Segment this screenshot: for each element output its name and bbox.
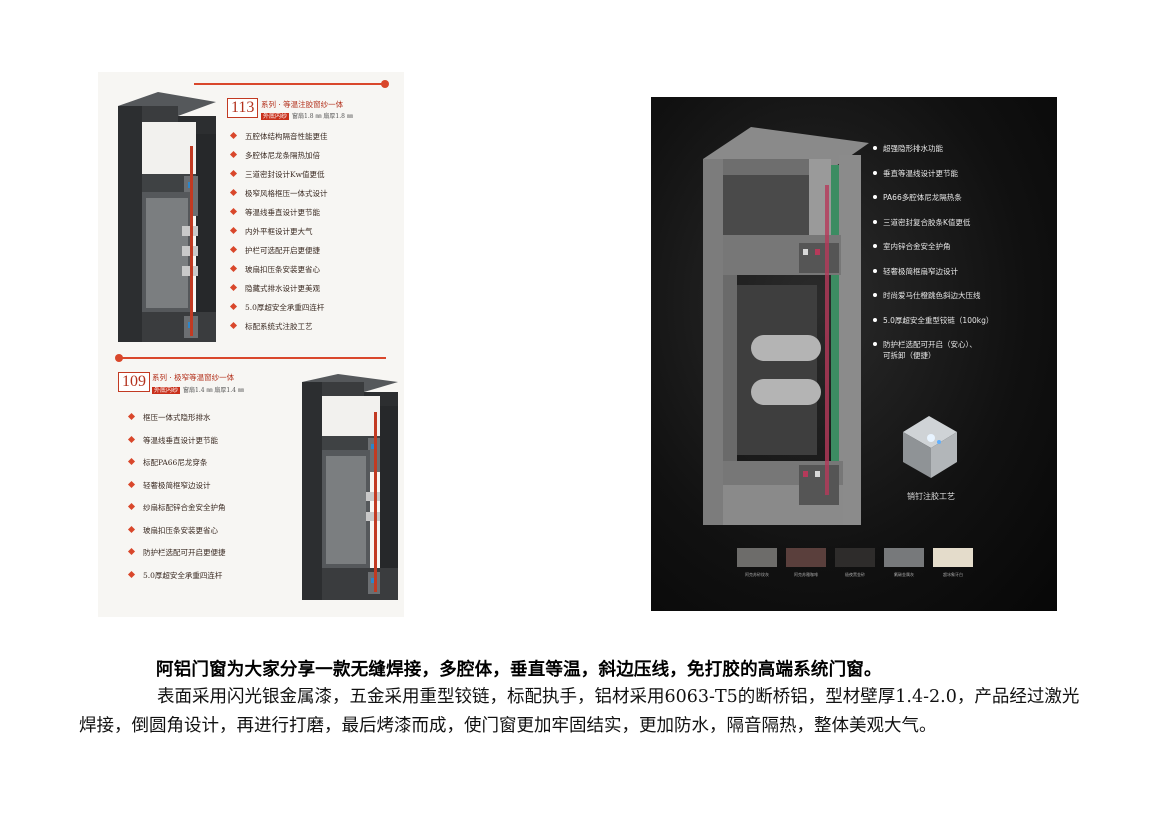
list-item: 超强隐形排水功能: [873, 137, 993, 162]
diamond-bullet-icon: [127, 570, 136, 578]
list-item: 轻奢极简框扇窄边设计: [873, 260, 993, 285]
diamond-bullet-icon: [229, 264, 238, 273]
diamond-bullet-icon: [229, 245, 238, 254]
diamond-bullet-icon: [229, 169, 238, 178]
series-a-feature-list: 五腔体结构隔音性能更佳 多腔体尼龙条隔热加倍 三道密封设计Kw值更低 极窄风格框…: [229, 127, 328, 336]
list-item: PA66多腔体尼龙隔热条: [873, 186, 993, 211]
list-item: 5.0厚超安全承重四连杆: [127, 565, 226, 588]
list-item: 标配系统式注胶工艺: [229, 317, 328, 336]
color-swatch-label-1: 阿克苏砂纹灰: [745, 572, 769, 577]
catalogue-image-right: 超强隐形排水功能 垂直等温线设计更节能 PA66多腔体尼龙隔热条 三道密封复合胶…: [651, 97, 1057, 611]
color-swatch-label-2: 阿克苏雅咖啡: [794, 572, 818, 577]
dot-bullet-icon: [873, 293, 877, 297]
list-item: 三道密封设计Kw值更低: [229, 165, 328, 184]
rivet-caption: 销钉注胶工艺: [907, 492, 955, 501]
list-item: 玻扇扣压条安装更省心: [127, 520, 226, 543]
list-item: 纱扇标配锌合金安全护角: [127, 497, 226, 520]
list-item: 5.0厚超安全重型铰链（100kg）: [873, 309, 993, 334]
color-swatch-4: [884, 548, 924, 567]
list-item: 等温线垂直设计更节能: [127, 430, 226, 453]
color-swatch-label-4: 氟碳金属灰: [894, 572, 914, 577]
color-swatch-label-5: 超冰象牙白: [943, 572, 963, 577]
feature-list-dark: 超强隐形排水功能 垂直等温线设计更节能 PA66多腔体尼龙隔热条 三道密封复合胶…: [873, 137, 993, 361]
list-item: 五腔体结构隔音性能更佳: [229, 127, 328, 146]
article-body-text: 表面采用闪光银金属漆，五金采用重型铰链，标配执手，铝材采用6063-T5的断桥铝…: [79, 687, 1080, 736]
section-a-rule: [194, 83, 384, 85]
list-item: 隐藏式排水设计更美观: [229, 279, 328, 298]
dot-bullet-icon: [873, 219, 877, 224]
section-b-dot: [115, 354, 123, 362]
dot-bullet-icon: [873, 195, 877, 199]
window-profile-113-illustration: [118, 92, 216, 342]
diamond-bullet-icon: [127, 480, 136, 488]
diamond-bullet-icon: [127, 435, 136, 443]
diamond-bullet-icon: [229, 226, 238, 235]
diamond-bullet-icon: [229, 131, 238, 140]
list-item: 5.0厚超安全承重四连杆: [229, 298, 328, 317]
dot-bullet-icon: [873, 317, 877, 322]
window-profile-cutaway-illustration: [703, 127, 869, 525]
list-item: 等温线垂直设计更节能: [229, 203, 328, 222]
series-a-tag-note: 窗扇1.8 ㎜ 扇厚1.8 ㎜: [292, 113, 353, 120]
series-b-tag-note: 窗扇1.4 ㎜ 扇厚1.4 ㎜: [183, 387, 244, 394]
article-headline: 阿铝门窗为大家分享一款无缝焊接，多腔体，垂直等温，斜边压线，免打胶的高端系统门窗…: [156, 660, 882, 680]
dot-bullet-icon: [873, 146, 877, 150]
list-item: 垂直等温线设计更节能: [873, 162, 993, 187]
diamond-bullet-icon: [127, 502, 136, 511]
list-item: 框压一体式隐形排水: [127, 407, 226, 430]
color-swatch-3: [835, 548, 875, 567]
series-a-title: 系列 · 等温注胶窗纱一体: [261, 100, 344, 109]
series-b-feature-list: 框压一体式隐形排水 等温线垂直设计更节能 标配PA66尼龙穿条 轻奢极简框窄边设…: [127, 407, 226, 588]
series-a-tag-label: 外底内纱: [261, 113, 290, 120]
series-b-number: 109: [118, 372, 150, 392]
color-swatch-2: [786, 548, 826, 567]
color-swatch-5: [933, 548, 973, 567]
diamond-bullet-icon: [229, 207, 238, 216]
color-swatch-1: [737, 548, 777, 567]
diamond-bullet-icon: [229, 150, 238, 159]
dot-bullet-icon: [873, 244, 877, 248]
list-item: 玻扇扣压条安装更省心: [229, 260, 328, 279]
list-item: 防护栏选配可开启更便捷: [127, 542, 226, 565]
catalogue-image-left: 113 系列 · 等温注胶窗纱一体 外底内纱窗扇1.8 ㎜ 扇厚1.8 ㎜ 五腔…: [98, 72, 404, 617]
rivet-closeup-illustration: [903, 416, 957, 478]
color-swatch-label-3: 极夜黑金砂: [845, 572, 865, 577]
list-item: 三道密封复合胶条K值更低: [873, 211, 993, 236]
list-item: 标配PA66尼龙穿条: [127, 452, 226, 475]
series-a-tag: 外底内纱窗扇1.8 ㎜ 扇厚1.8 ㎜: [261, 111, 353, 120]
diamond-bullet-icon: [127, 547, 136, 556]
section-b-rule: [120, 357, 386, 359]
list-item: 护栏可选配开启更便捷: [229, 241, 328, 260]
series-b-title: 系列 · 极窄等温窗纱一体: [152, 373, 235, 382]
series-b-tag: 外底内纱窗扇1.4 ㎜ 扇厚1.4 ㎜: [152, 385, 244, 394]
list-item: 多腔体尼龙条隔热加倍: [229, 146, 328, 165]
diamond-bullet-icon: [127, 525, 136, 533]
diamond-bullet-icon: [229, 283, 238, 292]
list-item: 防护栏选配可开启（安心）、可拆卸（便捷）: [873, 333, 993, 361]
window-profile-109-illustration: [302, 374, 398, 600]
list-item: 室内锌合金安全护角: [873, 235, 993, 260]
dot-bullet-icon: [873, 268, 877, 273]
list-item: 时尚爱马仕橙跳色斜边大压线: [873, 284, 993, 309]
list-item: 极窄风格框压一体式设计: [229, 184, 328, 203]
section-a-dot: [381, 80, 389, 88]
series-b-tag-label: 外底内纱: [152, 387, 181, 394]
diamond-bullet-icon: [127, 457, 136, 466]
diamond-bullet-icon: [229, 188, 238, 197]
diamond-bullet-icon: [127, 412, 136, 421]
article-body: 表面采用闪光银金属漆，五金采用重型铰链，标配执手，铝材采用6063-T5的断桥铝…: [79, 683, 1089, 741]
dot-bullet-icon: [873, 170, 877, 175]
diamond-bullet-icon: [229, 321, 238, 330]
diamond-bullet-icon: [229, 302, 238, 311]
dot-bullet-icon: [873, 342, 877, 346]
series-a-number: 113: [227, 98, 259, 118]
list-item: 内外平框设计更大气: [229, 222, 328, 241]
list-item: 轻奢极简框窄边设计: [127, 475, 226, 498]
